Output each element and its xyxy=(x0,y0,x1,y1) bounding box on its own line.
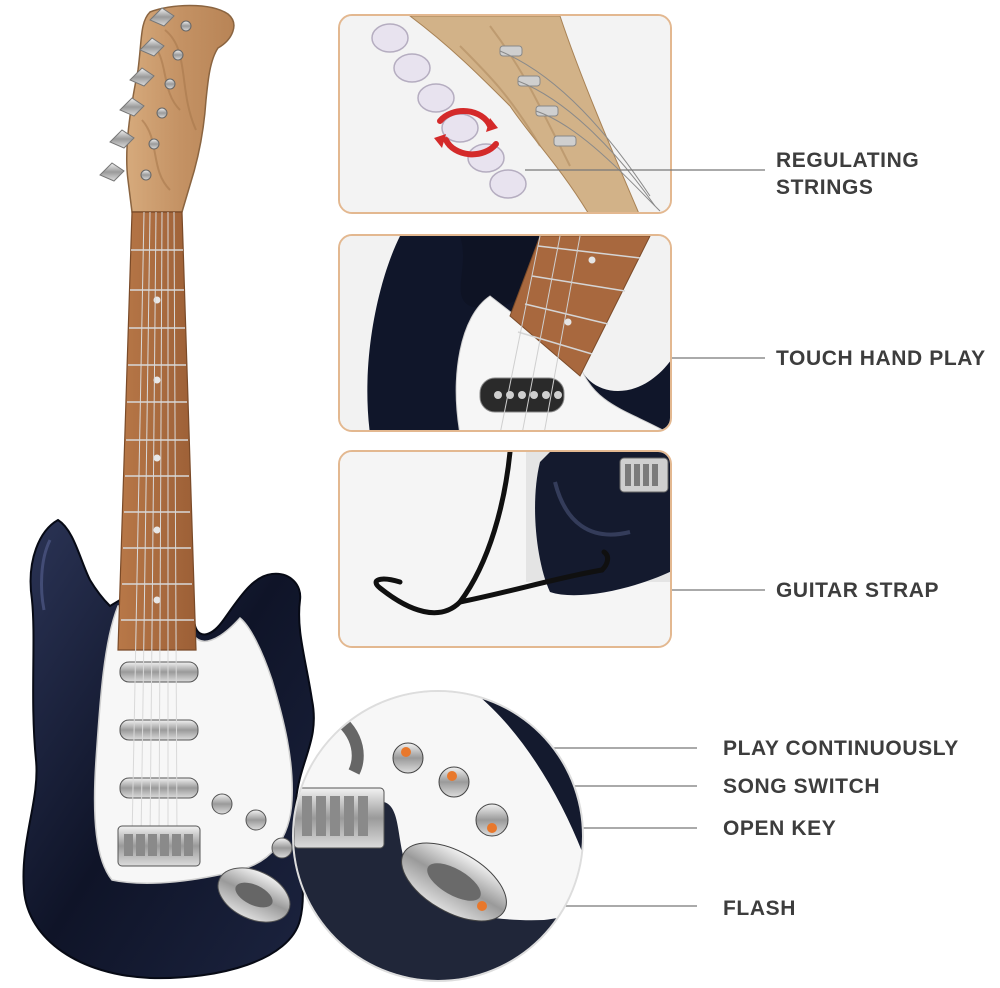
callout-open-key: OPEN KEY xyxy=(723,817,837,840)
strap xyxy=(373,452,611,616)
knob-play-continuously xyxy=(392,742,424,774)
callout-guitar-strap: GUITAR STRAP xyxy=(776,579,940,602)
tuning-pegs xyxy=(99,7,175,182)
callout-play-continuously: PLAY CONTINUOUSLY xyxy=(723,737,959,760)
detail-circle-controls xyxy=(292,690,584,982)
rotation-arrow-icon xyxy=(437,108,499,158)
guitar-strap-closeup xyxy=(340,452,670,646)
knob-open-key xyxy=(475,803,509,837)
guitar-strings xyxy=(131,211,178,841)
controls-closeup xyxy=(294,692,582,980)
callout-regulating-strings-line1: REGULATING xyxy=(776,149,920,172)
bridge xyxy=(117,825,201,867)
detail-panel-touch-hand-play xyxy=(338,234,672,432)
callout-song-switch: SONG SWITCH xyxy=(723,775,881,798)
knob-song-switch xyxy=(438,766,470,798)
callout-regulating-strings: REGULATING STRINGS xyxy=(776,147,919,201)
fretboard xyxy=(117,211,197,651)
detail-panel-guitar-strap xyxy=(338,450,672,648)
detail-panel-regulating-strings xyxy=(338,14,672,214)
jack-plate xyxy=(217,867,291,923)
control-knobs xyxy=(211,793,293,859)
callout-touch-hand-play: TOUCH HAND PLAY xyxy=(776,347,986,370)
flash-light xyxy=(401,842,507,922)
tuning-pegs-closeup xyxy=(340,16,670,212)
guitar-illustration xyxy=(22,4,315,980)
callout-flash: FLASH xyxy=(723,897,796,920)
headstock xyxy=(126,4,235,213)
callout-regulating-strings-line2: STRINGS xyxy=(776,176,874,199)
fretboard-closeup xyxy=(340,236,670,430)
